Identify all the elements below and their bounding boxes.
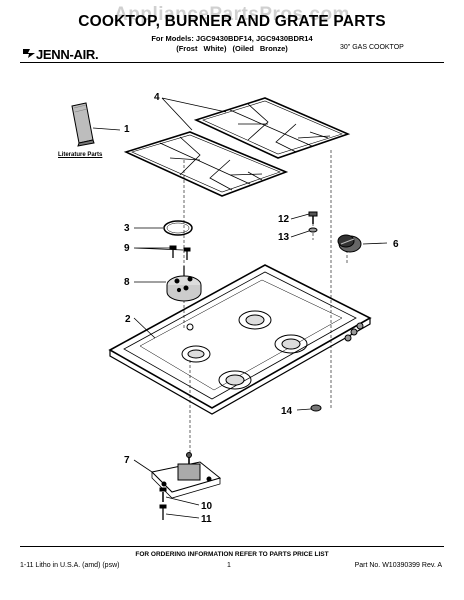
callout-14: 14 <box>281 406 293 417</box>
grommet-icon <box>310 404 322 412</box>
brand-logo-icon <box>23 49 35 58</box>
callout-6: 6 <box>393 239 399 250</box>
product-name: 30" GAS COOKTOP <box>340 44 404 51</box>
washer-icon <box>308 227 318 233</box>
callout-2: 2 <box>125 314 131 325</box>
page-title: COOKTOP, BURNER AND GRATE PARTS <box>78 13 386 30</box>
valve-bracket-icon <box>150 452 222 499</box>
callout-13: 13 <box>278 232 290 243</box>
burner-base-icon <box>166 266 202 302</box>
footer-divider <box>20 546 444 547</box>
burner-cap-icon <box>163 220 193 236</box>
models-line: For Models: JGC9430BDF14, JGC9430BDR14 <box>151 34 313 43</box>
callout-1: 1 <box>124 124 130 135</box>
cooktop-icon <box>108 264 372 415</box>
watermark: AppliancePartsPros.com <box>114 4 350 25</box>
callout-11: 11 <box>201 514 212 525</box>
callout-12: 12 <box>278 214 290 225</box>
literature-booklet-icon <box>71 102 95 147</box>
header-divider <box>20 62 444 63</box>
callout-3: 3 <box>124 223 130 234</box>
grommet-screw-icon <box>308 211 318 224</box>
brand-name: JENN-AIR. <box>36 47 99 62</box>
bracket-screw-icon <box>159 487 167 520</box>
literature-label: Literature Parts <box>58 152 103 158</box>
control-knob-icon <box>337 234 362 253</box>
part-number: Part No. W10390399 Rev. A <box>354 562 442 569</box>
screw-icon-pair <box>169 245 191 260</box>
callout-7: 7 <box>124 455 130 466</box>
callout-10: 10 <box>201 501 213 512</box>
right-grate-icon <box>193 97 351 159</box>
left-grate-icon <box>123 131 289 197</box>
callout-4: 4 <box>154 92 160 103</box>
litho-info: 1-11 Litho in U.S.A. (amd) (psw) <box>20 562 120 569</box>
callout-8: 8 <box>124 277 130 288</box>
page-number: 1 <box>227 562 231 569</box>
finishes-line: (Frost White) (Oiled Bronze) <box>176 44 288 53</box>
callout-9: 9 <box>124 243 130 254</box>
ordering-note: FOR ORDERING INFORMATION REFER TO PARTS … <box>135 551 329 558</box>
